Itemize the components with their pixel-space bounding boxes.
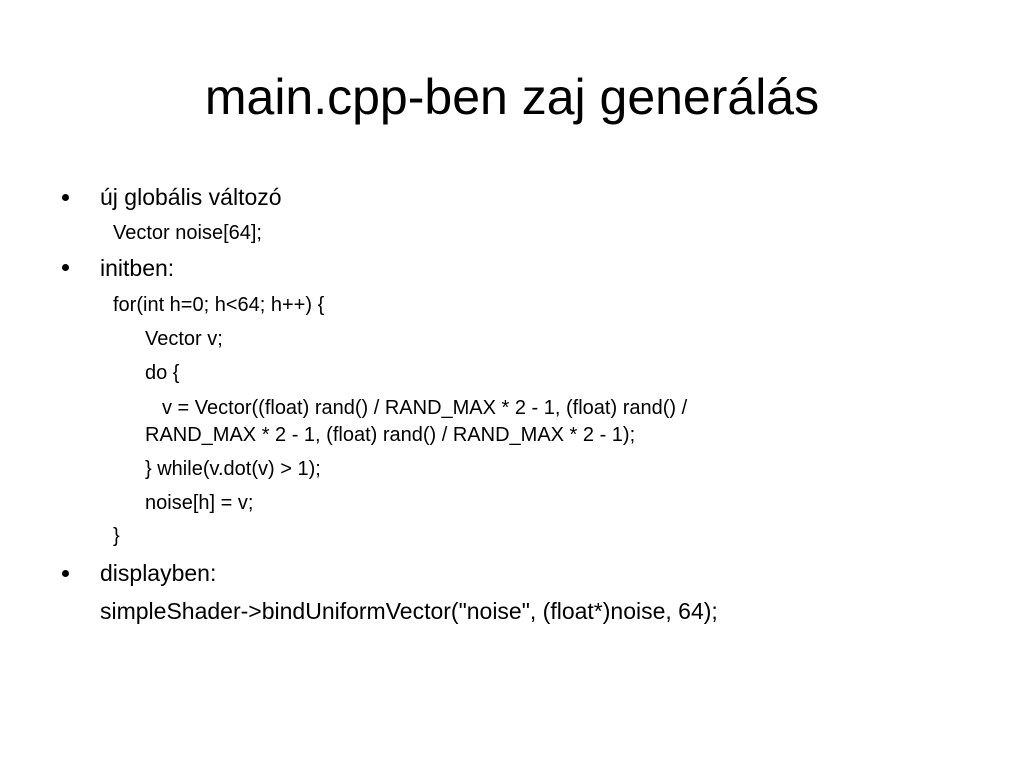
bullet-dot (62, 194, 69, 201)
code-line: RAND_MAX * 2 - 1, (float) rand() / RAND_… (145, 424, 636, 446)
code-line: v = Vector((float) rand() / RAND_MAX * 2… (162, 397, 688, 419)
code-line: } while(v.dot(v) > 1); (145, 458, 321, 480)
slide-title: main.cpp-ben zaj generálás (204, 69, 820, 125)
code-line: noise[h] = v; (145, 492, 254, 514)
code-line: Vector v; (145, 328, 223, 350)
bullet-dot (62, 264, 69, 271)
code-line: do { (145, 362, 180, 384)
bullet-label-init: initben: (100, 255, 175, 281)
bullet-dot (62, 570, 69, 577)
bullet-label-display: displayben: (100, 560, 217, 586)
code-line: Vector noise[64]; (113, 222, 262, 244)
code-line: for(int h=0; h<64; h++) { (113, 294, 325, 316)
bullet-label-global-variable: új globális változó (100, 184, 282, 210)
code-line: simpleShader->bindUniformVector("noise",… (100, 598, 718, 624)
code-line: } (113, 525, 120, 547)
